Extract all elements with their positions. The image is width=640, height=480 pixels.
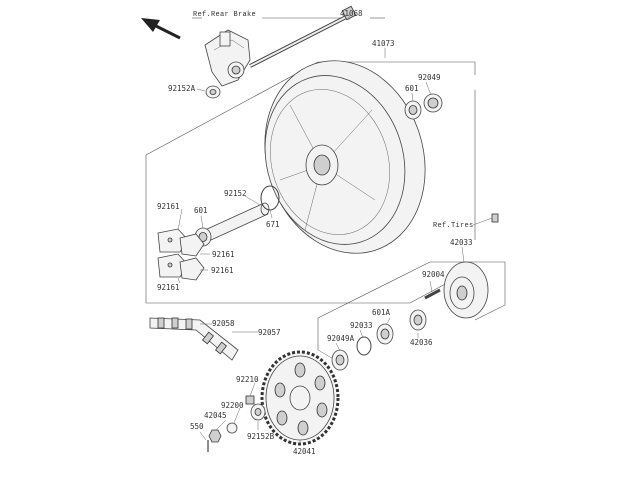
rear-wheel — [264, 60, 426, 254]
callout-92152a: 92152A — [168, 84, 196, 93]
callout-labels: 41068 41073 92049 601 92152A 92152 671 9… — [157, 9, 473, 456]
ref-rear-brake-label: Ref.Rear Brake — [193, 11, 256, 19]
callout-601-top: 601 — [405, 84, 419, 93]
callout-92057: 92057 — [258, 328, 281, 337]
leader-lines — [177, 14, 493, 444]
rear-sprocket — [260, 350, 340, 446]
sprocket-hub-42033 — [443, 261, 489, 319]
collar-92152b — [250, 403, 266, 421]
callout-92210: 92210 — [236, 375, 259, 384]
callout-92161-top: 92161 — [157, 202, 180, 211]
callout-601a: 601A — [372, 308, 391, 317]
ref-tires-label: Ref.Tires — [433, 222, 474, 230]
bearing-601a — [376, 323, 394, 345]
callout-41073: 41073 — [372, 39, 395, 48]
callout-92058: 92058 — [212, 319, 235, 328]
valve-bolt — [491, 213, 499, 223]
callout-92200: 92200 — [221, 401, 244, 410]
nut-42045 — [208, 429, 222, 443]
stud-92004 — [424, 288, 441, 300]
callout-601-left: 601 — [194, 206, 208, 215]
callout-671: 671 — [266, 220, 280, 229]
washer-92200 — [226, 422, 238, 434]
hub-dampers-92161 — [157, 228, 205, 281]
callout-92161-mid2: 92161 — [211, 266, 234, 275]
callout-92004: 92004 — [422, 270, 445, 279]
collar-42036 — [409, 309, 427, 331]
callout-92161-mid1: 92161 — [212, 250, 235, 259]
callout-92049: 92049 — [418, 73, 441, 82]
brake-caliper-bracket — [204, 29, 251, 87]
callout-92033: 92033 — [350, 321, 373, 330]
callout-92049a: 92049A — [327, 334, 355, 343]
rear-axle — [249, 5, 357, 68]
nut-92210 — [245, 395, 255, 405]
callout-42033: 42033 — [450, 238, 473, 247]
callout-42041: 42041 — [293, 447, 316, 456]
callout-92152b: 92152B — [247, 432, 275, 441]
oil-seal-92049a — [331, 349, 349, 371]
callout-92152: 92152 — [224, 189, 247, 198]
callout-42045: 42045 — [204, 411, 227, 420]
collar-92152a — [205, 85, 221, 99]
oil-seal-92049 — [423, 93, 443, 113]
callout-42036: 42036 — [410, 338, 433, 347]
bearing-601-top — [404, 100, 422, 120]
circlip-92033 — [356, 336, 372, 356]
collar-92152 — [204, 202, 270, 241]
callout-41068: 41068 — [340, 9, 363, 18]
o-ring-671 — [260, 185, 280, 211]
callout-92161-bottom: 92161 — [157, 283, 180, 292]
drive-chain — [149, 317, 239, 361]
callout-550: 550 — [190, 422, 204, 431]
arrow-up-left-icon — [141, 18, 181, 40]
